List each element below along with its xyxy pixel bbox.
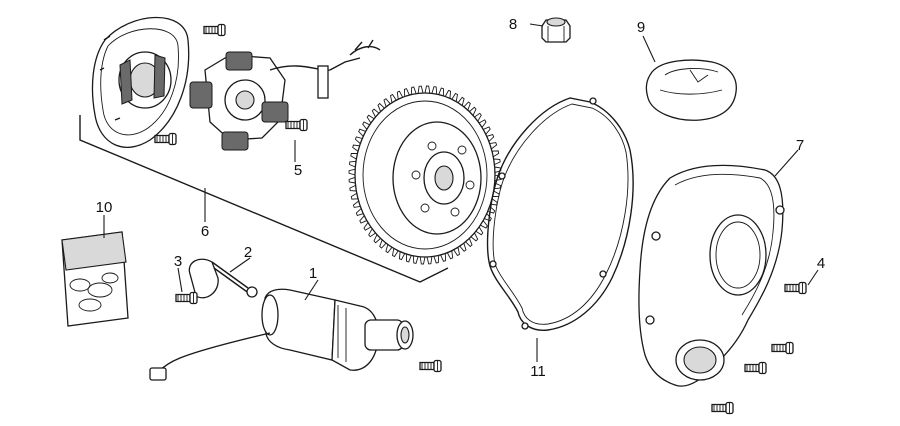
flywheel-tooth [359, 215, 367, 224]
flywheel-tooth [446, 250, 454, 260]
callout-9: 9 [637, 19, 645, 36]
cover-bolt-icon [711, 401, 734, 415]
callout-2: 2 [244, 244, 252, 261]
flywheel-tooth [457, 96, 465, 106]
group-bracket-6 [79, 115, 449, 283]
flywheel-rotor [348, 85, 502, 265]
callout-10: 10 [96, 199, 113, 216]
flywheel-tooth [366, 114, 375, 124]
foam-pad [645, 59, 737, 121]
flywheel-tooth [451, 92, 459, 102]
screw-icon [203, 23, 226, 37]
flywheel-tooth [368, 228, 376, 238]
flywheel-tooth [350, 192, 359, 200]
flywheel-tooth [433, 255, 440, 264]
flywheel-tooth [459, 243, 467, 252]
flywheel-tooth [398, 251, 406, 261]
flywheel-tooth [417, 85, 424, 94]
starter-bolt-icon [419, 359, 442, 373]
sleeve-nut [541, 17, 571, 43]
flywheel-tooth [363, 222, 372, 231]
cover-bolt-icon [744, 361, 767, 375]
flywheel-tooth [483, 126, 491, 135]
callout-5: 5 [294, 162, 302, 179]
flywheel-tooth [486, 134, 495, 142]
cover-gasket [486, 97, 634, 331]
clamp-bolt-icon [175, 291, 198, 305]
flywheel-tooth [389, 93, 397, 103]
flywheel-tooth [362, 121, 370, 130]
flywheel-tooth [475, 226, 484, 236]
callout-7: 7 [796, 137, 804, 154]
flywheel-tooth [489, 142, 498, 150]
flywheel-tooth [419, 256, 426, 265]
flywheel-tooth [444, 89, 452, 99]
flywheel-tooth [349, 160, 357, 168]
callout-11: 11 [530, 363, 546, 380]
flywheel-tooth [493, 182, 501, 190]
flywheel-tooth [424, 85, 431, 94]
flywheel-tooth [373, 234, 381, 244]
flywheel-tooth [470, 232, 479, 242]
flywheel-tooth [350, 152, 358, 160]
flywheel-tooth [478, 119, 487, 128]
stator-base-plate [91, 16, 190, 148]
flywheel-tooth [396, 90, 404, 100]
flywheel-tooth [349, 184, 357, 192]
cover-bolt-icon [784, 281, 807, 295]
starter-motor [149, 288, 414, 381]
screw-icon [154, 132, 177, 146]
flywheel-tooth [352, 200, 361, 208]
flywheel-tooth [391, 248, 399, 258]
flywheel-tooth [491, 150, 500, 158]
flywheel-tooth [355, 208, 364, 216]
flywheel-tooth [371, 108, 380, 118]
cover-bolt-icon [771, 341, 794, 355]
flywheel-tooth [438, 87, 444, 96]
flywheel-tooth [348, 176, 356, 184]
flywheel-tooth [440, 253, 447, 262]
flywheel-tooth [431, 86, 438, 95]
flywheel-tooth [410, 86, 417, 95]
flywheel-tooth [379, 239, 387, 249]
leader-lines [103, 23, 819, 362]
flywheel-tooth [403, 88, 410, 97]
flywheel-tooth [352, 144, 360, 152]
flywheel-tooth [377, 102, 385, 112]
flywheel-tooth [465, 238, 473, 248]
flywheel-tooth [406, 254, 412, 263]
flywheel-tooth [463, 101, 471, 111]
callout-4: 4 [817, 255, 825, 272]
flywheel-tooth [348, 168, 356, 176]
stator-coil-assembly [189, 39, 381, 151]
callout-1: 1 [309, 265, 317, 282]
callout-8: 8 [509, 16, 517, 33]
starter-clamp [188, 258, 258, 299]
flywheel-tooth [493, 158, 501, 166]
flywheel-tooth [480, 220, 488, 229]
flywheel-tooth [453, 247, 461, 257]
flywheel-tooth [383, 98, 391, 107]
flywheel-tooth [412, 255, 419, 264]
instruction-card [61, 231, 129, 327]
flywheel-tooth [474, 112, 482, 122]
flywheel-tooth [487, 206, 496, 214]
callout-3: 3 [174, 253, 182, 270]
callout-6: 6 [201, 223, 209, 240]
flywheel-tooth [385, 244, 393, 254]
flywheel-tooth [354, 136, 363, 144]
screw-icon [285, 118, 308, 132]
flywheel-tooth [426, 256, 433, 265]
flywheel-cover [638, 164, 785, 387]
flywheel-tooth [469, 106, 477, 116]
flywheel-tooth [358, 128, 366, 137]
